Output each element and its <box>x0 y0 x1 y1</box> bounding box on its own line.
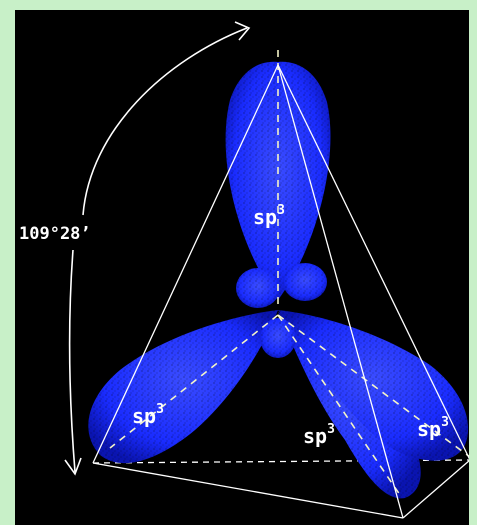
diagram-canvas: 109°28’ sp3 sp3 sp3 sp3 <box>15 10 469 525</box>
orbital-label-center: sp3 <box>303 422 335 448</box>
sp3-tetrahedron-diagram: 109°28’ sp3 sp3 sp3 sp3 <box>15 10 469 525</box>
angle-value: 109°28’ <box>19 224 91 244</box>
orbital-lobes <box>88 62 468 499</box>
svg-text:sp3: sp3 <box>303 422 335 448</box>
angle-label: 109°28’ <box>19 224 91 244</box>
